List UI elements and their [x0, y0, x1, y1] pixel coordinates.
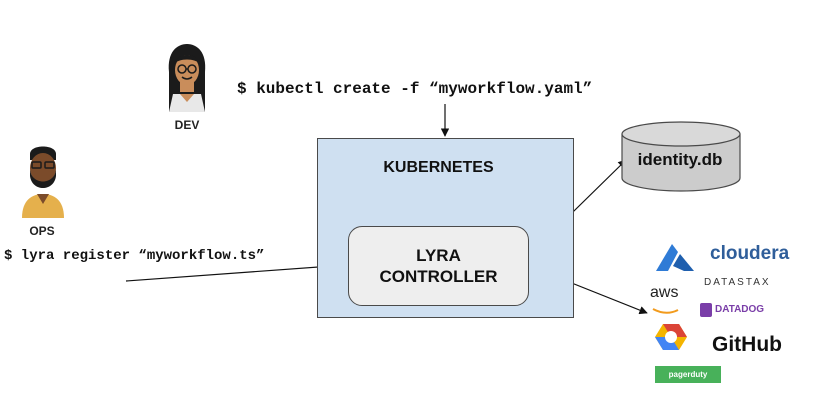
- cloudera-logo: cloudera: [710, 243, 790, 264]
- pagerduty-logo: pagerduty: [655, 366, 721, 383]
- datastax-logo: DATASTAX: [704, 277, 771, 288]
- ops-label: OPS: [29, 224, 55, 238]
- identity-db-label: identity.db: [637, 150, 723, 169]
- aws-logo: aws: [650, 284, 679, 301]
- datadog-logo: DATADOG: [715, 304, 765, 315]
- ops-command: $ lyra register “myworkflow.ts”: [4, 248, 265, 264]
- dev-command: $ kubectl create -f “myworkflow.yaml”: [237, 80, 593, 98]
- lyra-controller: LYRA CONTROLLER: [348, 226, 529, 306]
- dev-avatar: [163, 42, 211, 119]
- datadog-icon: [700, 303, 712, 322]
- identity-db-cylinder: [620, 120, 742, 199]
- azure-logo: [656, 244, 694, 277]
- aws-smile-icon: [652, 303, 680, 321]
- github-logo: GitHub: [712, 333, 782, 356]
- gcp-logo: [655, 322, 687, 357]
- ops-avatar: [18, 140, 68, 223]
- controller-line-1: LYRA: [416, 246, 461, 265]
- kubernetes-title: KUBERNETES: [383, 159, 494, 176]
- dev-label: DEV: [174, 118, 200, 132]
- pagerduty-label: pagerduty: [668, 370, 708, 379]
- controller-line-2: CONTROLLER: [379, 267, 498, 286]
- arrow-ops-to-controller: [125, 261, 347, 282]
